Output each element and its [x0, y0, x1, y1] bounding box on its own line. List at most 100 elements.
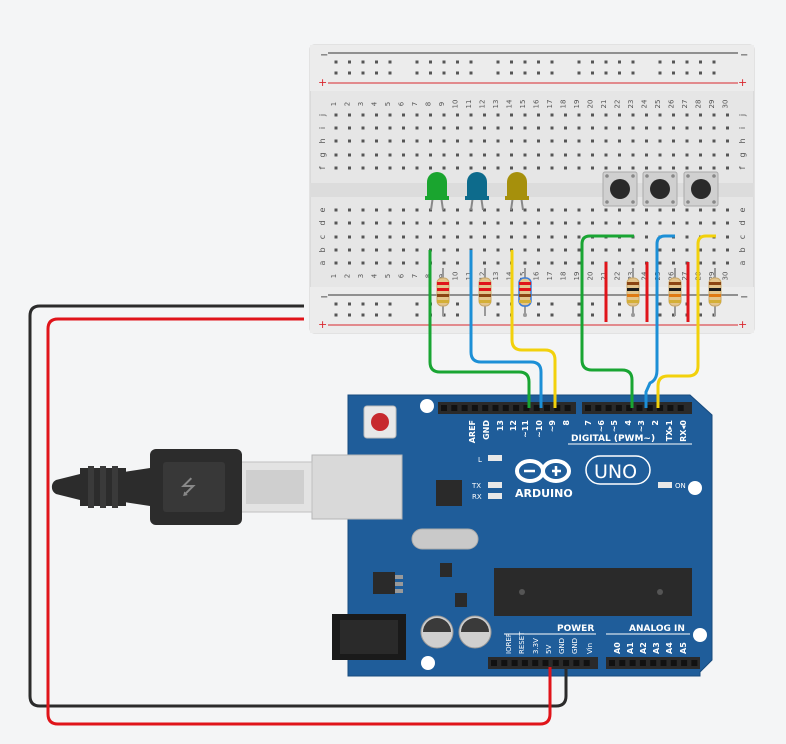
column-number: 12 [479, 272, 487, 281]
column-number: 2 [344, 274, 352, 278]
row-label: c [318, 235, 327, 239]
digital-pin-label: 2 [651, 420, 660, 426]
column-number: 9 [438, 102, 446, 106]
button-1-wire[interactable] [580, 234, 634, 408]
column-number: 14 [506, 99, 514, 108]
rail-plus-top: + [318, 76, 327, 89]
row-label: h [738, 138, 747, 143]
small-chip [440, 563, 452, 577]
row-label: a [318, 260, 327, 265]
column-number: 21 [600, 100, 608, 109]
column-number: 29 [708, 100, 716, 109]
digital-pin-label: ~10 [535, 420, 544, 438]
column-number: 1 [330, 102, 338, 106]
column-number: 8 [425, 102, 433, 106]
digital-label: DIGITAL (PWM~) [571, 434, 655, 444]
rail-minus-bottom: − [320, 292, 328, 303]
resistor[interactable] [708, 268, 722, 316]
green-led[interactable] [425, 172, 449, 211]
resistor[interactable] [626, 268, 640, 316]
digital-pin-label: ~11 [521, 420, 530, 438]
digital-pin-label: ~6 [597, 420, 606, 433]
row-label: f [318, 166, 327, 169]
led-l-indicator [488, 455, 502, 461]
digital-pin-label: ~9 [548, 420, 557, 433]
usb-cable[interactable]: ⭍ [51, 449, 403, 525]
column-number: 11 [465, 100, 473, 109]
push-button[interactable] [602, 171, 638, 207]
column-number: 26 [668, 271, 676, 280]
resistor[interactable] [436, 268, 450, 316]
column-number: 24 [641, 271, 649, 280]
column-number: 10 [452, 272, 460, 281]
power-pin-label: 3.3V [532, 638, 540, 654]
uno-label: UNO [594, 461, 637, 483]
led-rx-label: RX [472, 493, 482, 501]
row-label: g [738, 152, 747, 157]
led-tx-label: TX [471, 482, 481, 490]
column-number: 18 [560, 272, 568, 281]
led-l-label: L [478, 456, 482, 464]
blue-led-wire[interactable] [469, 250, 543, 408]
small-chip-2 [455, 593, 467, 607]
column-number: 24 [641, 99, 649, 108]
reset-button[interactable] [363, 405, 397, 439]
rail-minus-top: − [320, 50, 328, 61]
rail-minus-bottom-right: − [740, 292, 748, 303]
column-number: 12 [479, 100, 487, 109]
row-label: i [738, 127, 747, 129]
usb-icon: ⭍ [180, 475, 197, 499]
resistor[interactable] [478, 268, 492, 316]
column-number: 30 [722, 272, 730, 281]
row-label: e [738, 207, 747, 212]
column-number: 2 [344, 102, 352, 106]
analog-pin-label: A0 [613, 642, 622, 654]
column-number: 18 [560, 100, 568, 109]
digital-pin-label: 8 [562, 420, 571, 426]
row-label: d [318, 220, 327, 225]
gnd-wire[interactable] [28, 304, 568, 708]
column-number: 19 [573, 272, 581, 281]
button-2-wire[interactable] [644, 234, 675, 408]
row-label: c [738, 235, 747, 239]
column-number: 13 [492, 272, 500, 281]
led-on-label: ON [675, 482, 686, 490]
resistor[interactable] [518, 268, 532, 316]
breadboard-jumpers [604, 262, 690, 322]
row-label: b [318, 247, 327, 252]
digital-pin-label: TX▸1 [665, 420, 674, 442]
5v-wire[interactable] [46, 317, 552, 726]
blue-led[interactable] [465, 172, 489, 211]
row-label: a [738, 260, 747, 265]
column-number: 13 [492, 100, 500, 109]
column-number: 15 [519, 272, 527, 281]
column-number: 17 [546, 100, 554, 109]
column-number: 4 [371, 273, 379, 278]
push-button[interactable] [683, 171, 719, 207]
yellow-led-wire[interactable] [510, 250, 557, 408]
capacitor-2 [458, 615, 492, 649]
row-label: b [738, 247, 747, 252]
row-label: d [738, 220, 747, 225]
arduino-logo [515, 459, 571, 483]
column-number: 17 [546, 272, 554, 281]
analog-pin-label: A3 [652, 642, 661, 654]
resistor[interactable] [668, 268, 682, 316]
digital-pin-label: GND [482, 420, 491, 440]
analog-pin-label: A2 [639, 642, 648, 654]
column-number: 22 [614, 272, 622, 281]
column-number: 6 [398, 273, 406, 278]
analog-label: ANALOG IN [629, 624, 685, 634]
rail-plus-bottom-right: + [738, 318, 747, 331]
green-led-wire[interactable] [428, 250, 531, 408]
button-3-wire[interactable] [656, 234, 716, 408]
push-button[interactable] [642, 171, 678, 207]
uno-badge [585, 455, 651, 485]
usb-chip [436, 480, 462, 506]
yellow-led[interactable] [505, 172, 529, 211]
column-number: 25 [654, 100, 662, 109]
column-number: 3 [357, 102, 365, 106]
column-number: 5 [384, 274, 392, 278]
